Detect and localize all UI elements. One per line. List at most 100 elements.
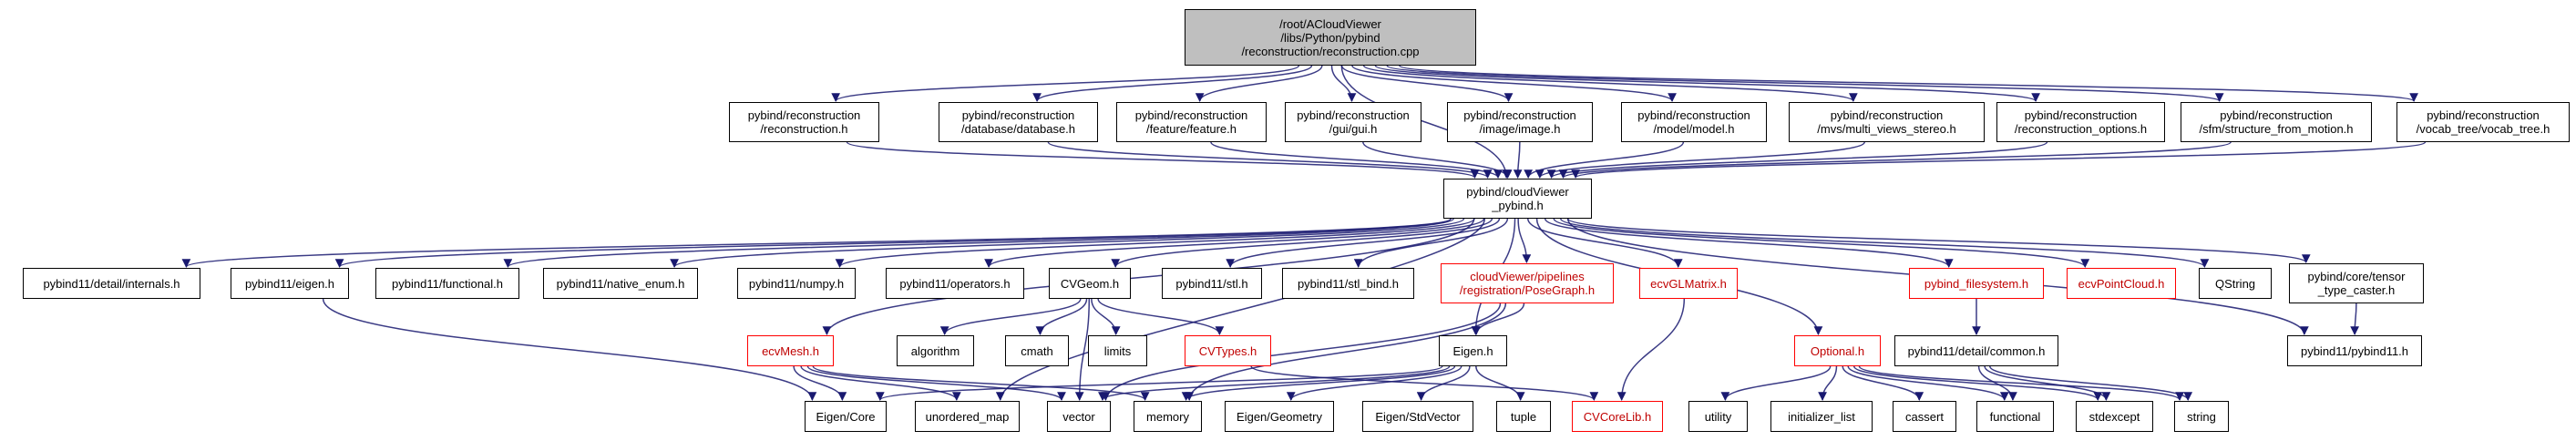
include-edge-pybind_h--unordered_map xyxy=(995,218,1486,401)
include-edge-posegraph--vector xyxy=(1101,303,1502,401)
graph-node-mvs_h[interactable]: pybind/reconstruction /mvs/multi_views_s… xyxy=(1789,102,1985,142)
graph-node-vector: vector xyxy=(1047,401,1111,432)
include-edge-rec_h--pybind_h xyxy=(846,141,1480,179)
graph-node-unordered_map: unordered_map xyxy=(915,401,1020,432)
graph-node-ecvmesh[interactable]: ecvMesh.h xyxy=(747,335,834,366)
graph-node-string: string xyxy=(2174,401,2229,432)
include-edge-root--pybind_h xyxy=(1340,65,1512,179)
graph-node-limits: limits xyxy=(1088,335,1147,366)
graph-node-database_h[interactable]: pybind/reconstruction /database/database… xyxy=(939,102,1098,142)
graph-node-py_stl[interactable]: pybind11/stl.h xyxy=(1162,268,1262,299)
include-edge-sfm_h--pybind_h xyxy=(1558,141,2232,179)
include-edge-root--mvs_h xyxy=(1362,65,1858,102)
graph-node-cvtypes[interactable]: CVTypes.h xyxy=(1185,335,1271,366)
include-edge-eigen_h--tuple xyxy=(1475,365,1525,401)
include-edge-image_h--pybind_h xyxy=(1513,141,1523,179)
graph-node-memory: memory xyxy=(1134,401,1202,432)
graph-node-gui_h[interactable]: pybind/reconstruction /gui/gui.h xyxy=(1285,102,1421,142)
graph-node-cmath: cmath xyxy=(1005,335,1069,366)
graph-node-eigen_stdvector: Eigen/StdVector xyxy=(1362,401,1473,432)
graph-node-py_eigen[interactable]: pybind11/eigen.h xyxy=(231,268,349,299)
include-edge-root--model_h xyxy=(1351,65,1677,102)
include-edge-optional--stdexcept xyxy=(1852,365,2103,401)
include-edge-py_common--stdexcept xyxy=(1984,365,2111,401)
include-edge-pybind_h--py_eigen xyxy=(335,218,1452,268)
include-edge-optional--initializer_list xyxy=(1818,365,1838,401)
include-edge-pybind_h--py_stl_bind xyxy=(1353,218,1509,268)
graph-node-posegraph[interactable]: cloudViewer/pipelines /registration/Pose… xyxy=(1441,263,1614,303)
graph-node-py_functional[interactable]: pybind11/functional.h xyxy=(375,268,519,299)
include-edge-pybind_h--ecvpointcloud xyxy=(1553,218,2089,268)
graph-node-algorithm: algorithm xyxy=(897,335,974,366)
include-edge-pybind_h--py_native_enum xyxy=(670,218,1465,268)
graph-node-ecvglmatrix[interactable]: ecvGLMatrix.h xyxy=(1639,268,1738,299)
include-edge-tensor_caster--py_pybind11 xyxy=(2350,303,2359,335)
graph-node-py_stl_bind[interactable]: pybind11/stl_bind.h xyxy=(1282,268,1414,299)
include-edge-ecvglmatrix--cvcorelib xyxy=(1616,298,1686,401)
include-edge-cvgeom--cvtypes xyxy=(1097,298,1225,335)
graph-node-sfm_h[interactable]: pybind/reconstruction /sfm/structure_fro… xyxy=(2181,102,2372,142)
include-edge-root--gui_h xyxy=(1330,65,1357,102)
graph-node-functional: functional xyxy=(1976,401,2054,432)
include-edge-posegraph--memory xyxy=(1185,303,1507,401)
include-edge-gui_h--pybind_h xyxy=(1362,141,1513,179)
include-edge-py_common--string xyxy=(1989,365,2192,401)
graph-node-tuple: tuple xyxy=(1496,401,1551,432)
include-edge-pybind_h--posegraph xyxy=(1517,218,1532,263)
graph-node-tensor_caster[interactable]: pybind/core/tensor _type_caster.h xyxy=(2289,263,2424,303)
graph-node-utility: utility xyxy=(1688,401,1748,432)
graph-node-image_h[interactable]: pybind/reconstruction /image/image.h xyxy=(1447,102,1593,142)
include-edge-ecvmesh--unordered_map xyxy=(800,365,961,401)
graph-node-pybind_fs[interactable]: pybind_filesystem.h xyxy=(1909,268,2044,299)
include-edge-root--rec_options_h xyxy=(1374,65,2040,102)
graph-node-py_common[interactable]: pybind11/detail/common.h xyxy=(1894,335,2058,366)
include-edge-root--vocab_h xyxy=(1399,65,2418,102)
graph-node-initializer_list: initializer_list xyxy=(1770,401,1873,432)
include-edge-pybind_h--ecvmesh xyxy=(822,218,1475,335)
include-edge-database_h--pybind_h xyxy=(1047,141,1493,179)
include-edge-py_common--functional xyxy=(1977,365,2017,401)
include-edge-optional--utility xyxy=(1720,365,1832,401)
include-edge-vocab_h--pybind_h xyxy=(1571,141,2427,179)
graph-node-cvcorelib[interactable]: CVCoreLib.h xyxy=(1572,401,1663,432)
graph-node-optional[interactable]: Optional.h xyxy=(1794,335,1881,366)
include-edge-eigen_h--eigen_stdvector xyxy=(1416,365,1471,401)
include-edge-cvgeom--limits xyxy=(1091,298,1121,335)
graph-node-vocab_h[interactable]: pybind/reconstruction /vocab_tree/vocab_… xyxy=(2396,102,2570,142)
include-edge-pybind_h--py_functional xyxy=(503,218,1454,268)
graph-node-qstring: QString xyxy=(2199,268,2272,299)
include-edge-pybind_h--py_numpy xyxy=(835,218,1475,268)
graph-node-py_numpy[interactable]: pybind11/numpy.h xyxy=(737,268,856,299)
include-edge-eigen_h--eigen_core xyxy=(876,365,1443,401)
include-edge-pybind_h--ecvglmatrix xyxy=(1527,218,1683,268)
include-edge-pybind_h--tensor_caster xyxy=(1566,218,2311,263)
graph-node-stdexcept: stdexcept xyxy=(2076,401,2153,432)
graph-node-eigen_core: Eigen/Core xyxy=(805,401,887,432)
graph-node-model_h[interactable]: pybind/reconstruction /model/model.h xyxy=(1621,102,1767,142)
include-edge-cvtypes--cvcorelib xyxy=(1250,365,1599,401)
graph-node-rec_options_h[interactable]: pybind/reconstruction /reconstruction_op… xyxy=(1996,102,2165,142)
include-edge-eigen_h--vector xyxy=(1098,365,1451,401)
graph-node-root: /root/ACloudViewer /libs/Python/pybind /… xyxy=(1185,9,1476,66)
graph-node-feature_h[interactable]: pybind/reconstruction /feature/feature.h xyxy=(1116,102,1267,142)
graph-node-py_operators[interactable]: pybind11/operators.h xyxy=(886,268,1024,299)
include-edge-ecvmesh--eigen_core xyxy=(793,365,847,401)
include-edge-optional--cassert xyxy=(1842,365,1924,401)
graph-node-eigen_geometry: Eigen/Geometry xyxy=(1225,401,1334,432)
include-edge-ecvmesh--vector xyxy=(806,365,1066,401)
graph-node-cvgeom[interactable]: CVGeom.h xyxy=(1049,268,1131,299)
include-edge-cvgeom--algorithm xyxy=(939,298,1082,335)
graph-node-ecvpointcloud[interactable]: ecvPointCloud.h xyxy=(2067,268,2176,299)
include-edge-optional--string xyxy=(1858,365,2184,401)
graph-node-pybind_h[interactable]: pybind/cloudViewer _pybind.h xyxy=(1443,179,1592,219)
graph-node-py_native_enum[interactable]: pybind11/native_enum.h xyxy=(543,268,698,299)
graph-node-py_pybind11[interactable]: pybind11/pybind11.h xyxy=(2287,335,2422,366)
graph-node-internals[interactable]: pybind11/detail/internals.h xyxy=(23,268,200,299)
include-edge-pybind_h--pybind_fs xyxy=(1544,218,1954,268)
graph-node-rec_h[interactable]: pybind/reconstruction /reconstruction.h xyxy=(729,102,879,142)
graph-node-cassert: cassert xyxy=(1893,401,1956,432)
include-edge-root--rec_h xyxy=(831,65,1300,102)
include-edge-posegraph--eigen_h xyxy=(1472,303,1525,335)
graph-node-eigen_h[interactable]: Eigen.h xyxy=(1439,335,1507,366)
include-edge-feature_h--pybind_h xyxy=(1210,141,1503,179)
